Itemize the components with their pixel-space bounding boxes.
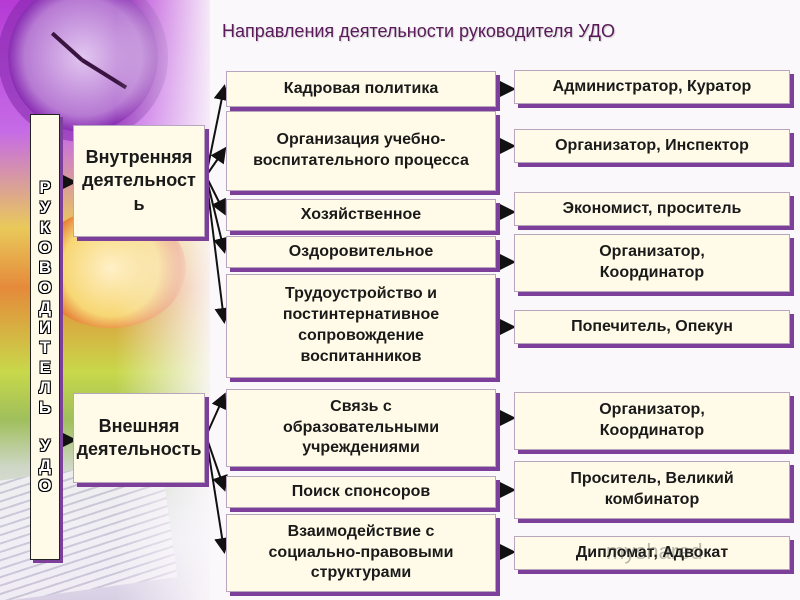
role-label: Администратор, Куратор	[552, 77, 752, 95]
role-label: Экономист, проситель	[562, 199, 742, 217]
role-label: Дипломат, Адвокат	[575, 543, 729, 561]
vertical-letter: Е	[39, 358, 51, 377]
role-box-6: Организатор, Координатор	[514, 392, 790, 450]
vertical-letter: У	[39, 198, 51, 217]
role-box-8: Дипломат, Адвокат	[514, 536, 790, 570]
direction-label: Кадровая политика	[283, 79, 439, 97]
role-label: Организатор, Инспектор	[555, 136, 749, 154]
direction-label: Поиск спонсоров	[291, 482, 431, 500]
direction-box-8: Взаимодействие с социально-правовыми стр…	[226, 514, 496, 592]
role-label: Организатор, Координатор	[599, 401, 705, 439]
role-label: Организатор, Координатор	[599, 243, 705, 281]
direction-box-3: Хозяйственное	[226, 199, 496, 231]
direction-label: Взаимодействие с социально-правовыми стр…	[268, 522, 454, 582]
direction-box-5: Трудоустройство и постинтернативное сопр…	[226, 274, 496, 378]
direction-box-4: Оздоровительное	[226, 236, 496, 268]
vertical-letter: Д	[38, 298, 52, 317]
internal-activity-box: Внутренняя деятельность	[73, 125, 205, 237]
vertical-letter: У	[39, 436, 51, 455]
watermark: myshared	[606, 539, 703, 564]
direction-label: Трудоустройство и постинтернативное сопр…	[282, 285, 440, 365]
direction-box-1: Кадровая политика	[226, 71, 496, 107]
vertical-letter: И	[38, 318, 52, 337]
vertical-letter: О	[38, 476, 52, 495]
direction-label: Оздоровительное	[288, 242, 434, 260]
external-activity-box: Внешняя деятельность	[73, 393, 205, 483]
vertical-letter: К	[39, 218, 51, 237]
page-title: Направления деятельности руководителя УД…	[222, 21, 615, 41]
vertical-letter: О	[38, 238, 52, 257]
role-box-4: Организатор, Координатор	[514, 234, 790, 292]
role-box-1: Администратор, Куратор	[514, 70, 790, 104]
vertical-letter: Т	[39, 338, 51, 357]
role-label: Проситель, Великий комбинатор	[570, 470, 734, 508]
direction-box-7: Поиск спонсоров	[226, 476, 496, 508]
role-box-2: Организатор, Инспектор	[514, 129, 790, 163]
vertical-label-rukovoditel-udo: Р У К О В О Д И Т Е Л Ь У Д О	[30, 114, 60, 560]
vertical-letter: Л	[39, 378, 51, 397]
external-activity-label: Внешняя деятельность	[76, 415, 202, 459]
vertical-letter: Д	[38, 456, 52, 475]
direction-label: Хозяйственное	[300, 205, 422, 223]
direction-box-6: Связь с образовательными учреждениями	[226, 389, 496, 467]
vertical-letter: В	[38, 258, 52, 277]
direction-box-2: Организация учебно-воспитательного проце…	[226, 111, 496, 191]
direction-label: Организация учебно-воспитательного проце…	[253, 131, 469, 169]
role-box-3: Экономист, проситель	[514, 192, 790, 226]
internal-activity-label: Внутренняя деятельность	[82, 146, 196, 214]
role-label: Попечитель, Опекун	[571, 317, 733, 335]
role-box-5: Попечитель, Опекун	[514, 310, 790, 344]
direction-label: Связь с образовательными учреждениями	[282, 397, 440, 457]
vertical-letter: О	[38, 278, 52, 297]
vertical-letter: Ь	[38, 398, 52, 417]
role-box-7: Проситель, Великий комбинатор	[514, 461, 790, 519]
vertical-letter: Р	[39, 178, 51, 197]
